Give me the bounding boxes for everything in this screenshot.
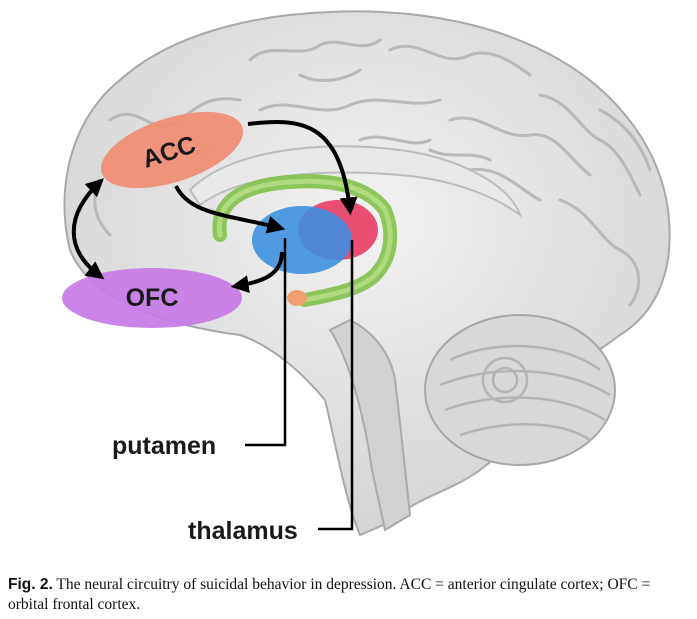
ofc-label: OFC [126,284,179,312]
brain-circuit-figure: ACC OFC putamen thalamus [62,10,671,545]
figure-number: Fig. 2. [8,576,53,593]
figure-caption: Fig. 2. The neural circuitry of suicidal… [8,575,688,615]
caption-text: The neural circuitry of suicidal behavio… [8,576,651,613]
arrow-acc-ofc-bidirectional [71,178,105,280]
cerebellum [424,314,616,466]
arrow-acc-to-putamen [174,185,286,234]
arrow-putamen-to-ofc [230,251,284,293]
thalamus-label: thalamus [188,517,298,545]
ofc-region: OFC [62,268,242,328]
leader-lines [245,238,354,531]
circuit-arrows [71,120,358,293]
putamen-label: putamen [112,432,216,460]
acc-region: ACC [100,111,244,189]
putamen-region [252,206,352,274]
amygdala-region [287,290,307,306]
putamen-leader [245,238,287,447]
arrow-acc-to-thalamus [247,120,358,216]
thalamus-leader [318,240,354,531]
